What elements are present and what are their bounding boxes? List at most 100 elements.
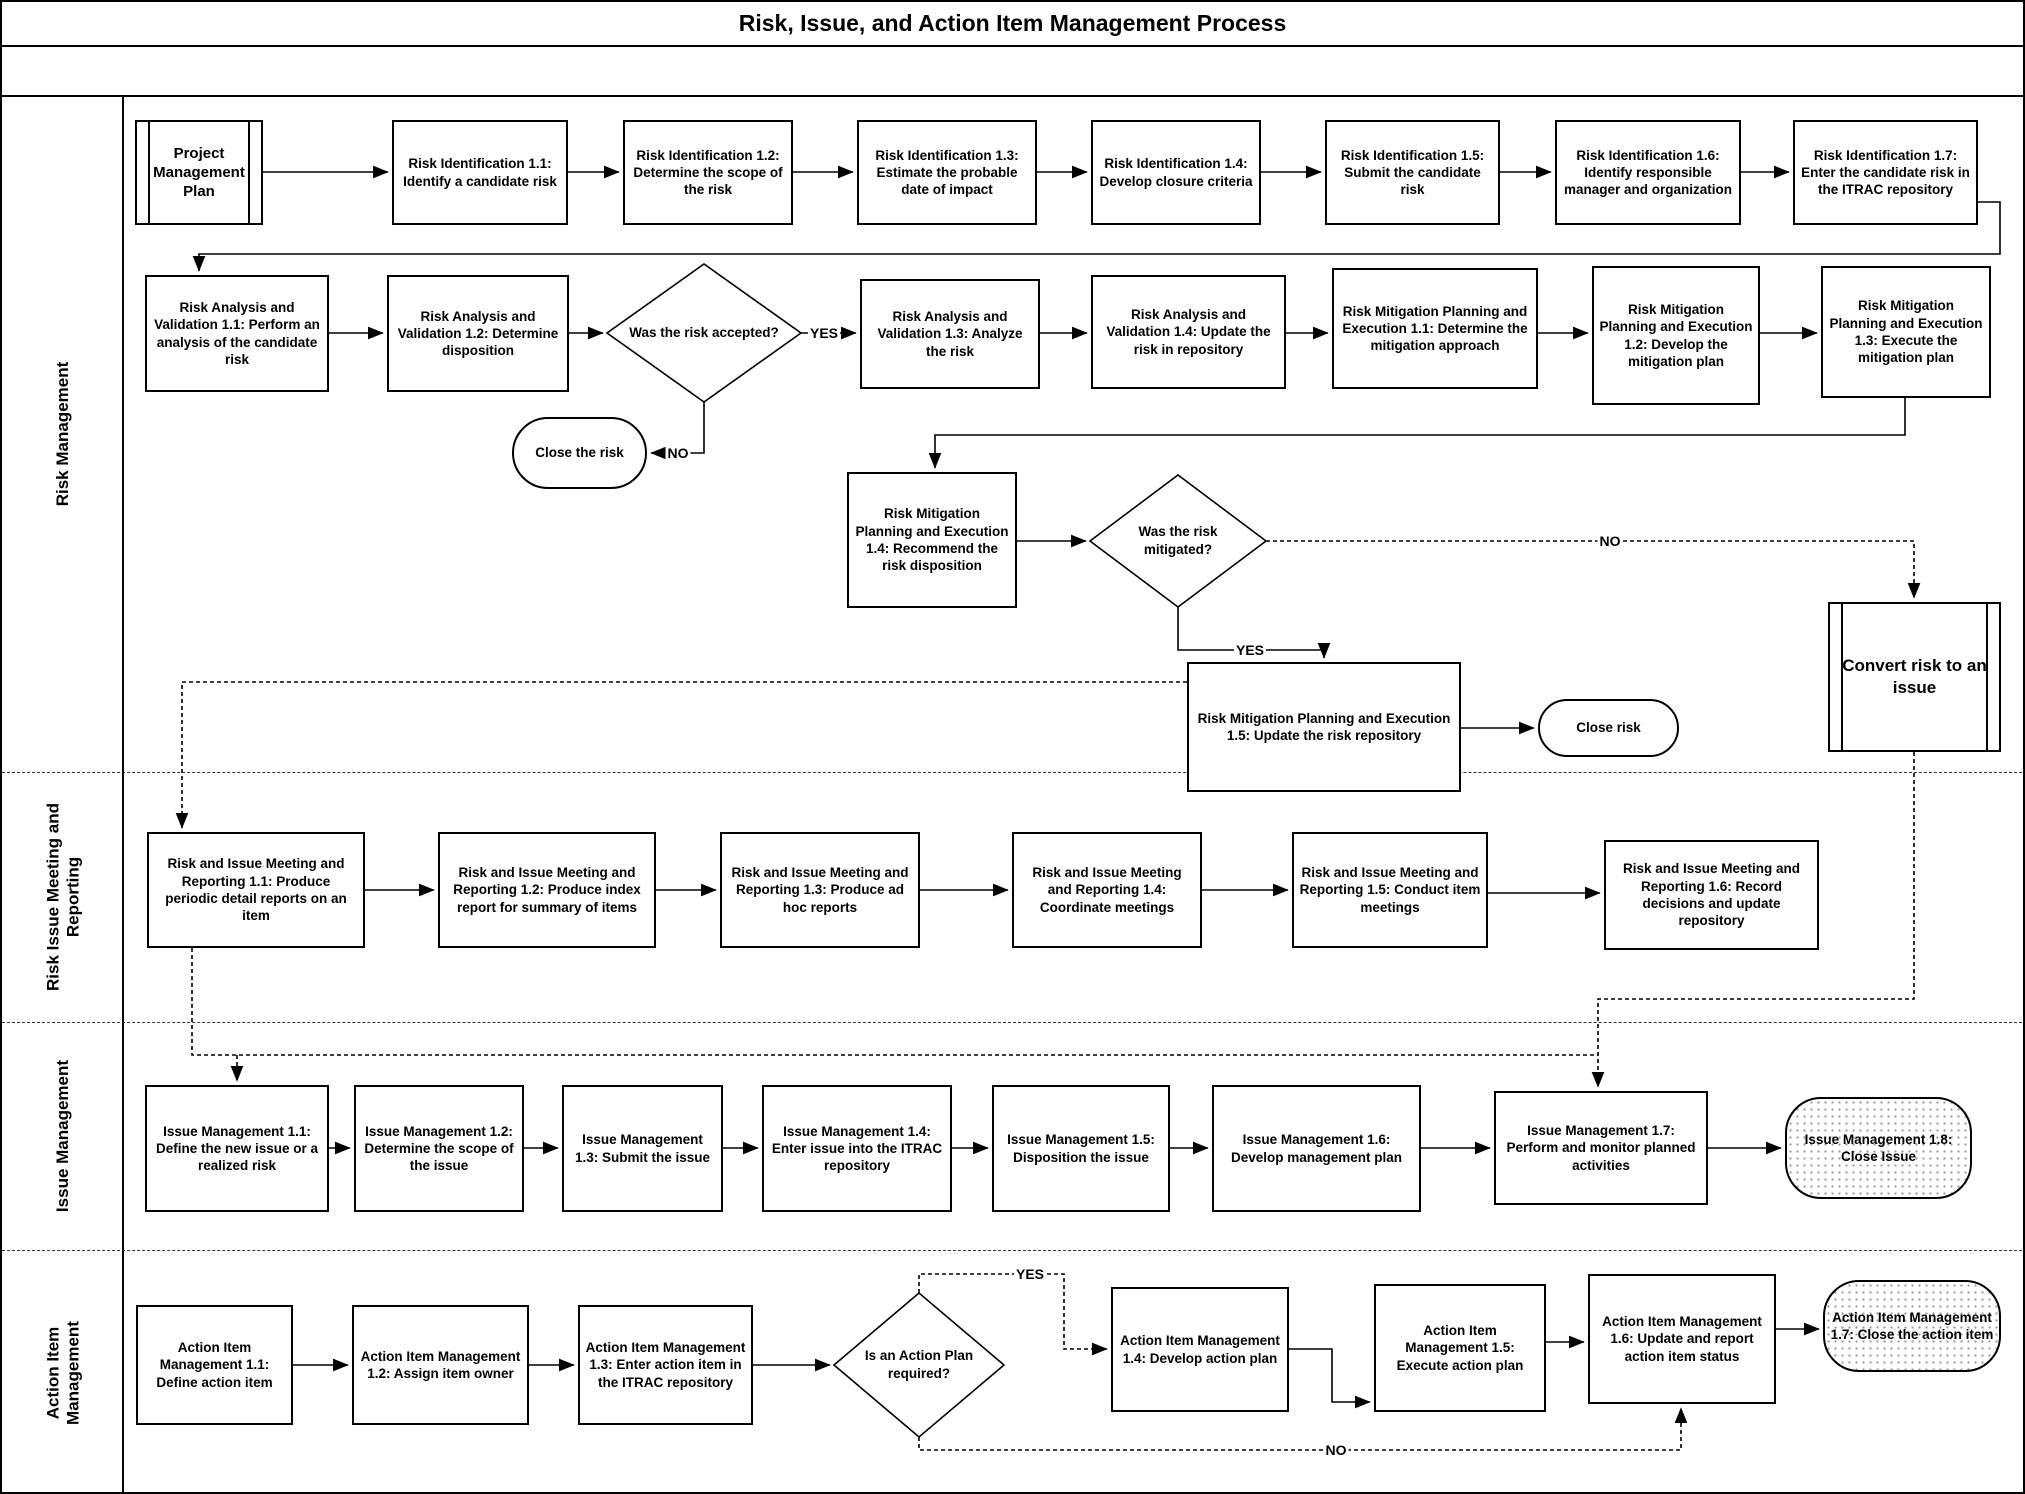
node-label: Risk Identification 1.4: Develop closure… — [1099, 156, 1253, 189]
node-label: Risk Analysis and Validation 1.2: Determ… — [397, 308, 559, 359]
node-label: Action Item Management 1.5: Execute acti… — [1396, 1323, 1524, 1373]
decision-was-the-risk-accepted: Was the risk accepted? — [629, 325, 779, 341]
process-meeting-reporting-1-1: Risk and Issue Meeting and Reporting 1.1… — [147, 832, 365, 948]
process-action-item-1-3: Action Item Management 1.3: Enter action… — [578, 1305, 753, 1425]
connector-m11-feedback-horizontal — [191, 948, 1598, 1056]
node-label: Risk and Issue Meeting and Reporting 1.5… — [1299, 865, 1481, 915]
process-meeting-reporting-1-2: Risk and Issue Meeting and Reporting 1.2… — [438, 832, 656, 948]
process-meeting-reporting-1-6: Risk and Issue Meeting and Reporting 1.6… — [1604, 840, 1819, 950]
node-label: Risk and Issue Meeting and Reporting 1.4… — [1032, 865, 1182, 915]
node-label: Risk and Issue Meeting and Reporting 1.1… — [165, 856, 347, 924]
lane-divider-3 — [2, 1250, 2023, 1251]
process-issue-management-1-4: Issue Management 1.4: Enter issue into t… — [762, 1085, 952, 1212]
process-risk-analysis-validation-1-4: Risk Analysis and Validation 1.4: Update… — [1091, 275, 1286, 389]
process-issue-management-1-5: Issue Management 1.5: Disposition the is… — [992, 1085, 1170, 1212]
process-risk-identification-1-5: Risk Identification 1.5: Submit the cand… — [1325, 120, 1500, 225]
process-risk-analysis-validation-1-2: Risk Analysis and Validation 1.2: Determ… — [387, 275, 569, 392]
terminator-close-risk: Close risk — [1538, 699, 1679, 757]
process-action-item-1-5: Action Item Management 1.5: Execute acti… — [1374, 1284, 1546, 1412]
decision-is-an-action-plan-required-shape — [832, 1291, 1006, 1439]
terminator-action-item-1-7-close-the-action-item: Action Item Management 1.7: Close the ac… — [1823, 1280, 2001, 1372]
node-label: Action Item Management 1.2: Assign item … — [360, 1348, 521, 1381]
decision-was-the-risk-accepted-shape — [605, 263, 803, 403]
title-bar: Risk, Issue, and Action Item Management … — [2, 2, 2023, 47]
node-label: Issue Management 1.7: Perform and monito… — [1506, 1123, 1696, 1173]
connector-rmpe15-m11-feedback — [175, 681, 1187, 829]
node-label: Risk Analysis and Validation 1.4: Update… — [1106, 307, 1271, 357]
node-label: Risk Mitigation Planning and Execution 1… — [1599, 301, 1753, 369]
edge-label-no-risk-mitigated: NO — [1597, 533, 1623, 549]
process-action-item-1-4: Action Item Management 1.4: Develop acti… — [1111, 1287, 1289, 1412]
process-risk-mitigation-1-2: Risk Mitigation Planning and Execution 1… — [1592, 266, 1760, 405]
process-risk-identification-1-2: Risk Identification 1.2: Determine the s… — [623, 120, 793, 225]
process-risk-analysis-validation-1-3: Risk Analysis and Validation 1.3: Analyz… — [860, 279, 1040, 389]
node-label: Action Item Management 1.4: Develop acti… — [1120, 1333, 1280, 1366]
node-label: Risk Identification 1.6: Identify respon… — [1563, 147, 1733, 198]
node-label: Risk Identification 1.1: Identify a cand… — [403, 156, 557, 189]
edge-label-yes-risk-accepted: YES — [807, 325, 841, 341]
connector-a14-a15 — [1289, 1348, 1371, 1409]
subroutine-project-management-plan: Project Management Plan — [135, 120, 263, 225]
node-label: Issue Management 1.1: Define the new iss… — [155, 1123, 319, 1174]
process-risk-identification-1-3: Risk Identification 1.3: Estimate the pr… — [857, 120, 1037, 225]
process-meeting-reporting-1-5: Risk and Issue Meeting and Reporting 1.5… — [1292, 832, 1488, 948]
decision-is-an-action-plan-required: Is an Action Plan required? — [864, 1348, 974, 1381]
node-label: Action Item Management 1.1: Define actio… — [156, 1340, 273, 1390]
node-label: Project Management Plan — [153, 144, 245, 201]
decision-was-the-risk-mitigated: Was the risk mitigated? — [1138, 524, 1218, 557]
lane-divider-2 — [2, 1022, 2023, 1023]
process-action-item-1-6: Action Item Management 1.6: Update and r… — [1588, 1274, 1776, 1404]
process-issue-management-1-3: Issue Management 1.3: Submit the issue — [562, 1085, 723, 1212]
process-risk-mitigation-1-5: Risk Mitigation Planning and Execution 1… — [1187, 662, 1461, 792]
node-label: Issue Management 1.3: Submit the issue — [574, 1132, 711, 1165]
node-label: Risk Analysis and Validation 1.1: Perfor… — [154, 299, 320, 367]
process-risk-analysis-validation-1-1: Risk Analysis and Validation 1.1: Perfor… — [145, 275, 329, 392]
node-label: Risk Analysis and Validation 1.3: Analyz… — [877, 309, 1023, 359]
node-label: Risk and Issue Meeting and Reporting 1.2… — [453, 865, 641, 915]
process-risk-identification-1-6: Risk Identification 1.6: Identify respon… — [1555, 120, 1741, 225]
process-issue-management-1-2: Issue Management 1.2: Determine the scop… — [354, 1085, 524, 1212]
process-risk-mitigation-1-3: Risk Mitigation Planning and Execution 1… — [1821, 266, 1991, 398]
page-title: Risk, Issue, and Action Item Management … — [738, 10, 1287, 36]
node-label: Issue Management 1.6: Develop management… — [1230, 1132, 1403, 1165]
decision-was-the-risk-mitigated-shape — [1088, 474, 1268, 608]
process-action-item-1-1: Action Item Management 1.1: Define actio… — [136, 1305, 293, 1425]
process-meeting-reporting-1-3: Risk and Issue Meeting and Reporting 1.3… — [720, 832, 920, 948]
process-meeting-reporting-1-4: Risk and Issue Meeting and Reporting 1.4… — [1012, 832, 1202, 948]
subroutine-convert-risk-to-an-issue: Convert risk to an issue — [1828, 602, 2001, 752]
process-issue-management-1-7: Issue Management 1.7: Perform and monito… — [1494, 1091, 1708, 1205]
terminator-issue-management-1-8-close-issue: Issue Management 1.8: Close Issue — [1785, 1097, 1972, 1199]
edge-label-yes-risk-mitigated: YES — [1233, 642, 1267, 658]
edge-label-no-risk-accepted: NO — [665, 445, 691, 461]
terminator-close-the-risk: Close the risk — [512, 417, 647, 489]
process-risk-identification-1-7: Risk Identification 1.7: Enter the candi… — [1793, 120, 1978, 225]
subtitle-band — [2, 47, 2023, 97]
process-issue-management-1-6: Issue Management 1.6: Develop management… — [1212, 1085, 1421, 1212]
node-label: Risk Identification 1.2: Determine the s… — [633, 147, 783, 198]
connector-d2-convert-no — [1266, 540, 1921, 599]
edge-label-yes-action-plan: YES — [1013, 1266, 1047, 1282]
node-label: Close risk — [1576, 720, 1641, 736]
node-label: Risk Mitigation Planning and Execution 1… — [1197, 710, 1451, 743]
node-label: Action Item Management 1.6: Update and r… — [1602, 1314, 1762, 1364]
node-label: Risk Identification 1.7: Enter the candi… — [1801, 147, 1970, 198]
node-label: Action Item Management 1.7: Close the ac… — [1830, 1309, 1994, 1342]
process-risk-mitigation-1-4: Risk Mitigation Planning and Execution 1… — [847, 472, 1017, 608]
node-label: Issue Management 1.8: Close Issue — [1804, 1131, 1953, 1164]
node-label: Close the risk — [535, 445, 624, 461]
process-action-item-1-2: Action Item Management 1.2: Assign item … — [352, 1305, 529, 1425]
node-label: Issue Management 1.2: Determine the scop… — [364, 1123, 514, 1174]
connector-ri17-rav11 — [192, 201, 2001, 272]
lane-divider-1 — [2, 772, 2023, 773]
process-risk-identification-1-1: Risk Identification 1.1: Identify a cand… — [392, 120, 568, 225]
connector-rmpe13-rmpe14 — [928, 398, 1906, 469]
node-label: Issue Management 1.4: Enter issue into t… — [771, 1123, 943, 1174]
node-label: Risk and Issue Meeting and Reporting 1.6… — [1622, 861, 1801, 929]
node-label: Risk Mitigation Planning and Execution 1… — [1342, 303, 1528, 354]
node-label: Action Item Management 1.3: Enter action… — [585, 1340, 746, 1390]
process-risk-identification-1-4: Risk Identification 1.4: Develop closure… — [1091, 120, 1261, 225]
node-label: Convert risk to an issue — [1842, 656, 1987, 697]
node-label: Issue Management 1.5: Disposition the is… — [1007, 1132, 1155, 1165]
